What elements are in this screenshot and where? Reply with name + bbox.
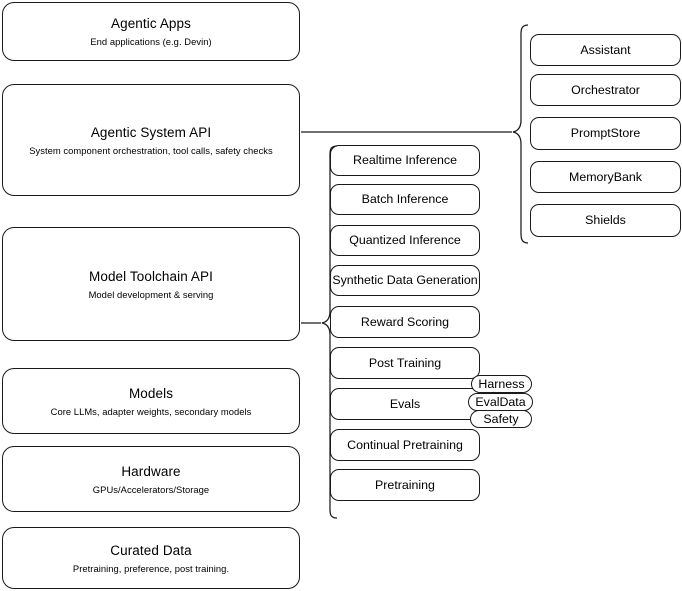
component-label: Assistant — [580, 42, 631, 57]
capability-label: Continual Pretraining — [347, 437, 463, 452]
layer-subtitle: Model development & serving — [88, 288, 214, 300]
capability-box-realtime-inference[interactable]: Realtime Inference — [330, 145, 480, 176]
evals-tag-safety[interactable]: Safety — [470, 410, 532, 428]
layer-subtitle: GPUs/Accelerators/Storage — [92, 483, 210, 495]
capability-label: Pretraining — [375, 477, 435, 492]
component-label: MemoryBank — [569, 169, 642, 184]
capability-label: Batch Inference — [361, 192, 449, 206]
layer-box-agentic-system-api[interactable]: Agentic System API System component orch… — [2, 84, 300, 196]
evals-tag-evaldata[interactable]: EvalData — [468, 393, 533, 411]
component-box-assistant[interactable]: Assistant — [530, 34, 681, 66]
layer-subtitle: Core LLMs, adapter weights, secondary mo… — [50, 405, 252, 417]
capability-box-continual-pretraining[interactable]: Continual Pretraining — [330, 429, 480, 461]
layer-box-models[interactable]: Models Core LLMs, adapter weights, secon… — [2, 368, 300, 434]
capability-label: Evals — [389, 396, 421, 411]
layer-title: Model Toolchain API — [89, 268, 213, 284]
layer-subtitle: End applications (e.g. Devin) — [90, 36, 212, 47]
component-label: Shields — [585, 213, 626, 227]
capability-box-pretraining[interactable]: Pretraining — [330, 469, 480, 501]
layer-title: Agentic System API — [90, 124, 212, 140]
layer-title: Hardware — [121, 463, 181, 479]
evals-tag-label: EvalData — [475, 395, 526, 409]
capability-label: Reward Scoring — [360, 314, 450, 329]
capability-label: Realtime Inference — [353, 153, 457, 167]
capability-box-post-training[interactable]: Post Training — [330, 347, 480, 379]
capability-box-evals[interactable]: Evals — [330, 388, 480, 420]
component-box-memorybank[interactable]: MemoryBank — [530, 161, 681, 193]
layer-title: Models — [128, 385, 174, 401]
capability-box-quantized-inference[interactable]: Quantized Inference — [330, 225, 480, 256]
evals-tag-harness[interactable]: Harness — [471, 375, 532, 393]
capability-box-batch-inference[interactable]: Batch Inference — [330, 184, 480, 215]
capability-label: Synthetic Data Generation — [332, 273, 478, 287]
component-box-promptstore[interactable]: PromptStore — [530, 117, 681, 150]
capability-label: Quantized Inference — [349, 233, 461, 247]
evals-tag-label: Safety — [483, 412, 519, 426]
layer-title: Curated Data — [110, 542, 192, 558]
layer-box-agentic-apps[interactable]: Agentic Apps End applications (e.g. Devi… — [2, 2, 300, 61]
layer-box-curated-data[interactable]: Curated Data Pretraining, preference, po… — [2, 527, 300, 589]
layer-subtitle: System component orchestration, tool cal… — [29, 144, 273, 156]
evals-tag-label: Harness — [478, 377, 525, 391]
component-box-shields[interactable]: Shields — [530, 204, 681, 237]
capability-box-synthetic-data-generation[interactable]: Synthetic Data Generation — [330, 265, 480, 296]
layer-box-hardware[interactable]: Hardware GPUs/Accelerators/Storage — [2, 446, 300, 512]
component-label: PromptStore — [570, 126, 641, 140]
component-label: Orchestrator — [571, 82, 640, 97]
layer-subtitle: Pretraining, preference, post training. — [72, 562, 230, 574]
layer-box-model-toolchain-api[interactable]: Model Toolchain API Model development & … — [2, 227, 300, 341]
component-box-orchestrator[interactable]: Orchestrator — [530, 74, 681, 106]
layer-title: Agentic Apps — [110, 16, 191, 31]
brace-system-components — [512, 24, 529, 244]
capability-label: Post Training — [368, 355, 442, 370]
capability-box-reward-scoring[interactable]: Reward Scoring — [330, 306, 480, 338]
